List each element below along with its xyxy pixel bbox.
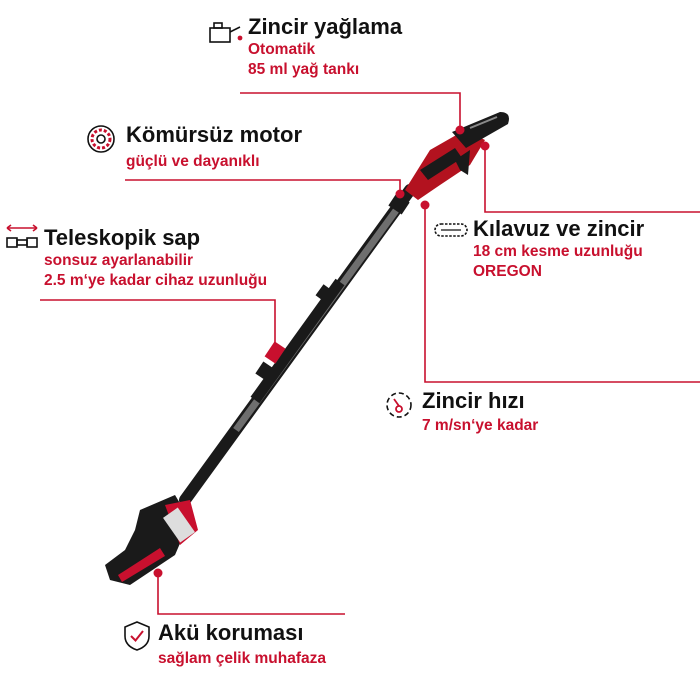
leader-line-guide	[484, 146, 700, 213]
feature-title: Akü koruması	[158, 620, 304, 645]
feature-chain-speed: Zincir hızı 7 m/sn‘ye kadar	[422, 388, 538, 436]
feature-telescopic: Teleskopik sap sonsuz ayarlanabilir 2.5 …	[44, 225, 267, 291]
leader-line-motor	[125, 179, 401, 192]
feature-title: Teleskopik sap	[44, 225, 201, 250]
feature-detail: sağlam çelik muhafaza	[158, 650, 326, 667]
feature-title: Kılavuz ve zincir	[473, 216, 645, 241]
chain-bar-icon	[433, 220, 469, 245]
feature-title: Zincir yağlama	[248, 14, 403, 39]
feature-detail: OREGON	[473, 263, 542, 280]
feature-detail: 7 m/sn‘ye kadar	[422, 417, 539, 434]
feature-detail: güçlü ve dayanıklı	[126, 153, 260, 170]
leader-line-lubrication	[240, 92, 461, 130]
feature-detail: Otomatik	[248, 41, 316, 58]
shield-check-icon	[122, 620, 152, 657]
feature-detail: sonsuz ayarlanabilir	[44, 252, 194, 269]
feature-detail: 85 ml yağ tankı	[248, 61, 360, 78]
feature-detail: 18 cm kesme uzunluğu	[473, 243, 643, 260]
leader-line-telescopic	[40, 299, 276, 350]
speedometer-icon	[384, 390, 414, 425]
feature-motor: Kömürsüz motor güçlü ve dayanıklı	[126, 122, 302, 172]
feature-detail: 2.5 m‘ye kadar cihaz uzunluğu	[44, 272, 268, 289]
feature-lubrication: Zincir yağlama Otomatik 85 ml yağ tankı	[248, 14, 402, 80]
feature-title: Kömürsüz motor	[126, 122, 302, 147]
feature-title: Zincir hızı	[422, 388, 525, 413]
oil-can-icon	[208, 20, 244, 51]
leader-line-battery	[157, 575, 345, 615]
telescopic-shaft-icon	[4, 222, 40, 257]
leader-line-speed	[424, 207, 700, 383]
feature-battery-protection: Akü koruması sağlam çelik muhafaza	[158, 620, 326, 669]
feature-guide-chain: Kılavuz ve zincir 18 cm kesme uzunluğu O…	[473, 216, 644, 282]
brushless-motor-icon	[86, 124, 116, 159]
